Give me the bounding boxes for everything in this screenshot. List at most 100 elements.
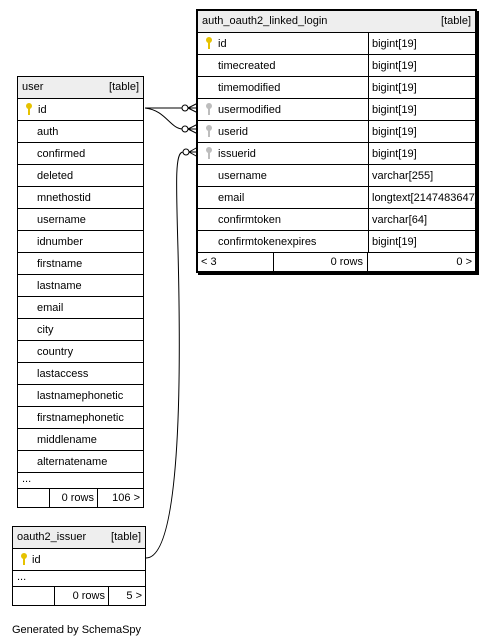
column-name: auth: [37, 126, 59, 138]
table-footer: < 3 0 rows 0 >: [198, 253, 475, 271]
primary-key-icon: [26, 103, 32, 115]
column-row[interactable]: id: [18, 99, 143, 121]
column-row[interactable]: id: [13, 549, 145, 571]
column-name: firstname: [37, 258, 83, 270]
column-name: alternatename: [37, 456, 108, 468]
column-row[interactable]: userid bigint[19]: [198, 121, 475, 143]
column-row[interactable]: idnumber: [18, 231, 143, 253]
column-type: bigint[19]: [368, 55, 475, 76]
edge-user-userid: [144, 107, 183, 130]
table-kind: [table]: [109, 81, 139, 93]
column-row[interactable]: auth: [18, 121, 143, 143]
table-footer: 0 rows 106 >: [18, 489, 143, 507]
column-row[interactable]: country: [18, 341, 143, 363]
column-name: id: [32, 554, 41, 566]
column-name: timecreated: [218, 60, 276, 72]
column-name: lastaccess: [37, 368, 89, 380]
column-row[interactable]: username: [18, 209, 143, 231]
column-name: lastnamephonetic: [37, 390, 124, 402]
more-columns: ...: [18, 473, 143, 489]
column-row[interactable]: firstnamephonetic: [18, 407, 143, 429]
zero-marker-usermodified: [181, 104, 189, 112]
table-footer: 0 rows 5 >: [13, 587, 145, 605]
column-row[interactable]: issuerid bigint[19]: [198, 143, 475, 165]
column-type: bigint[19]: [368, 33, 475, 54]
column-row[interactable]: confirmed: [18, 143, 143, 165]
more-columns: ...: [13, 571, 145, 587]
column-row[interactable]: username varchar[255]: [198, 165, 475, 187]
column-name: email: [218, 192, 245, 204]
table-oauth2-issuer[interactable]: oauth2_issuer [table] id ... 0 rows 5 >: [12, 526, 146, 606]
children-count[interactable]: 106 >: [112, 492, 140, 504]
zero-marker-userid: [181, 125, 189, 133]
foreign-key-icon: [206, 147, 212, 159]
column-row[interactable]: confirmtoken varchar[64]: [198, 209, 475, 231]
column-type: varchar[255]: [368, 165, 475, 186]
column-name: firstnamephonetic: [37, 412, 124, 424]
table-header: auth_oauth2_linked_login [table]: [198, 11, 475, 33]
foreign-key-icon: [206, 125, 212, 137]
column-row[interactable]: alternatename: [18, 451, 143, 473]
column-name: lastname: [37, 280, 82, 292]
column-row[interactable]: middlename: [18, 429, 143, 451]
column-name: usermodified: [218, 104, 281, 116]
column-row[interactable]: lastaccess: [18, 363, 143, 385]
column-type: bigint[19]: [368, 121, 475, 142]
table-kind: [table]: [111, 531, 141, 543]
table-auth-oauth2-linked-login[interactable]: auth_oauth2_linked_login [table] id bigin…: [196, 9, 478, 273]
column-name: middlename: [37, 434, 97, 446]
column-name: mnethostid: [37, 192, 91, 204]
column-type: bigint[19]: [368, 77, 475, 98]
parents-count[interactable]: < 3: [201, 256, 217, 268]
column-name: issuerid: [218, 148, 256, 160]
column-name: id: [38, 104, 47, 116]
column-row[interactable]: mnethostid: [18, 187, 143, 209]
column-name: username: [37, 214, 86, 226]
table-user[interactable]: user [table] id auth confirmed deleted mneth…: [17, 76, 144, 508]
column-name: id: [218, 38, 227, 50]
column-name: username: [218, 170, 267, 182]
foreign-key-icon: [206, 103, 212, 115]
column-row[interactable]: timemodified bigint[19]: [198, 77, 475, 99]
column-name: confirmed: [37, 148, 86, 160]
table-name[interactable]: oauth2_issuer: [17, 531, 87, 543]
zero-marker-issuerid: [182, 148, 190, 156]
table-name[interactable]: auth_oauth2_linked_login: [202, 15, 328, 27]
column-row[interactable]: email longtext[2147483647]: [198, 187, 478, 209]
children-count[interactable]: 0 >: [456, 256, 472, 268]
column-type: bigint[19]: [368, 143, 475, 164]
row-count: 0 rows: [61, 492, 94, 504]
column-row[interactable]: id bigint[19]: [198, 33, 475, 55]
table-header: user [table]: [18, 77, 143, 99]
column-row[interactable]: timecreated bigint[19]: [198, 55, 475, 77]
column-name: confirmtokenexpires: [218, 236, 317, 248]
column-name: country: [37, 346, 74, 358]
column-name: timemodified: [218, 82, 281, 94]
column-row[interactable]: lastname: [18, 275, 143, 297]
row-count: 0 rows: [330, 256, 363, 268]
column-name: idnumber: [37, 236, 83, 248]
column-name: confirmtoken: [218, 214, 281, 226]
column-type: varchar[64]: [368, 209, 475, 230]
column-row[interactable]: confirmtokenexpires bigint[19]: [198, 231, 475, 253]
generated-by-footer: Generated by SchemaSpy: [12, 624, 142, 636]
children-count[interactable]: 5 >: [126, 590, 142, 602]
column-row[interactable]: deleted: [18, 165, 143, 187]
column-type: longtext[2147483647]: [368, 187, 478, 208]
column-row[interactable]: firstname: [18, 253, 143, 275]
primary-key-icon: [21, 553, 27, 565]
edge-issuer-issuerid: [145, 151, 184, 559]
column-row[interactable]: lastnamephonetic: [18, 385, 143, 407]
column-name: city: [37, 324, 54, 336]
column-name: userid: [218, 126, 248, 138]
row-count: 0 rows: [72, 590, 105, 602]
column-row[interactable]: city: [18, 319, 143, 341]
primary-key-icon: [206, 37, 212, 49]
table-kind: [table]: [441, 15, 471, 27]
column-row[interactable]: email: [18, 297, 143, 319]
column-type: bigint[19]: [368, 231, 475, 252]
column-name: email: [37, 302, 64, 314]
table-header: oauth2_issuer [table]: [13, 527, 145, 549]
table-name[interactable]: user: [22, 81, 44, 93]
